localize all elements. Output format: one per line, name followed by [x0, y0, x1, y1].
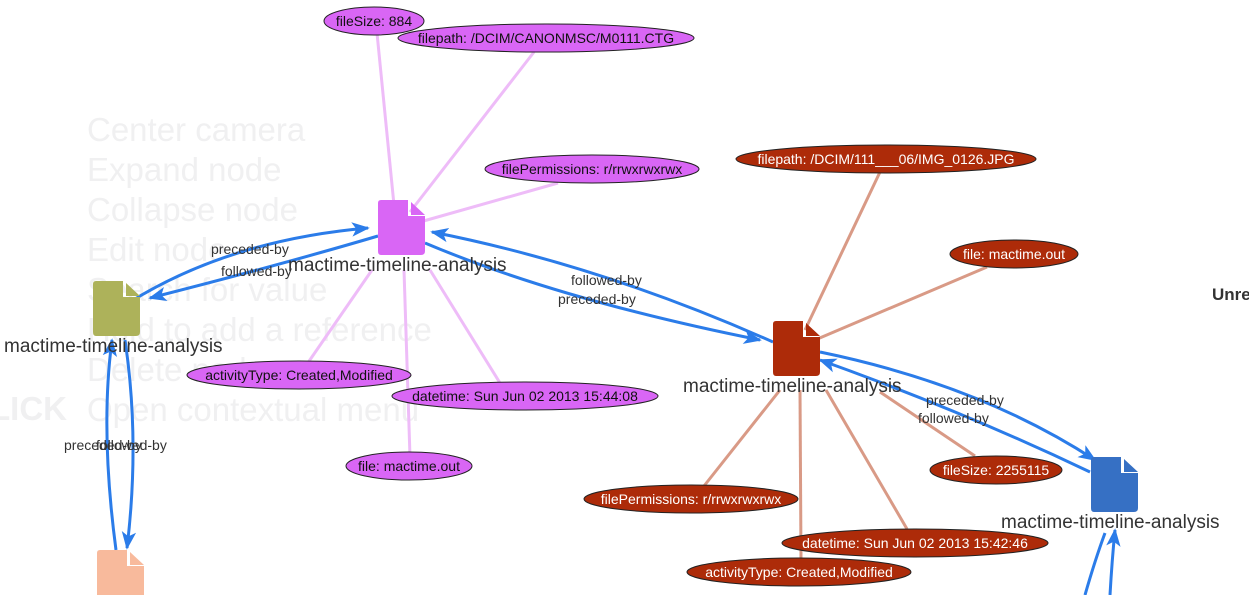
property-label: activityType: Created,Modified	[705, 564, 893, 580]
magenta-property-edges	[303, 22, 559, 458]
property-edge	[402, 269, 412, 458]
property-label: filepath: /DCIM/111___06/IMG_0126.JPG	[757, 151, 1014, 167]
edge-label: followed-by	[571, 272, 642, 288]
edge-label: followed-by	[221, 263, 292, 279]
node-olive[interactable]	[93, 281, 140, 336]
property-node[interactable]: filePermissions: r/rrwxrwxrwx	[484, 154, 700, 184]
property-label: fileSize: 2255115	[943, 462, 1050, 478]
edge-blue-down-2[interactable]	[1106, 528, 1121, 595]
magenta-properties: fileSize: 884 filepath: /DCIM/CANONMSC/M…	[186, 6, 700, 481]
file-icon	[97, 550, 144, 595]
property-node[interactable]: activityType: Created,Modified	[686, 557, 912, 587]
property-edge	[824, 389, 909, 530]
red-properties: filepath: /DCIM/111___06/IMG_0126.JPG fi…	[583, 144, 1079, 587]
property-node[interactable]: file: mactime.out	[949, 239, 1079, 269]
property-label: filePermissions: r/rrwxrwxrwx	[601, 491, 781, 507]
property-label: filepath: /DCIM/CANONMSC/M0111.CTG	[418, 30, 674, 46]
node-label: mactime-timeline-analysis	[683, 376, 902, 397]
node-label: mactime-timeline-analysis	[288, 255, 507, 276]
edge-blue-to-red[interactable]	[818, 358, 1091, 474]
node-blue[interactable]	[1091, 457, 1138, 512]
edge-magenta-to-red[interactable]	[424, 241, 762, 344]
property-edge	[303, 269, 374, 368]
property-node[interactable]: fileSize: 884	[323, 6, 425, 36]
property-label: activityType: Created,Modified	[205, 367, 393, 383]
file-icon	[773, 321, 820, 376]
relation-edges	[102, 222, 1121, 595]
property-node[interactable]: fileSize: 2255115	[929, 455, 1063, 485]
property-edge	[408, 51, 536, 213]
edge-peach-to-olive[interactable]	[102, 338, 118, 551]
node-red[interactable]	[773, 321, 820, 376]
property-label: filePermissions: r/rrwxrwxrwx	[502, 161, 682, 177]
edge-red-to-blue[interactable]	[819, 350, 1097, 462]
property-node[interactable]: datetime: Sun Jun 02 2013 15:42:46	[781, 528, 1049, 558]
property-node[interactable]: activityType: Created,Modified	[186, 360, 412, 390]
property-node[interactable]: filePermissions: r/rrwxrwxrwx	[583, 484, 799, 514]
property-node[interactable]: filepath: /DCIM/111___06/IMG_0126.JPG	[735, 144, 1037, 174]
property-label: datetime: Sun Jun 02 2013 15:44:08	[412, 388, 638, 404]
property-node[interactable]: filepath: /DCIM/CANONMSC/M0111.CTG	[397, 23, 695, 53]
property-edge	[798, 389, 803, 561]
edge-blue-down-1[interactable]	[1083, 532, 1107, 595]
edge-olive-to-peach[interactable]	[121, 339, 137, 550]
edge-label: preceded-by	[926, 392, 1004, 408]
property-edge	[879, 390, 976, 458]
file-icon	[378, 200, 425, 255]
node-label: mactime-timeline-analysis	[4, 336, 223, 357]
edge-label: followed-by	[918, 410, 989, 426]
red-property-edges	[702, 171, 988, 561]
edge-red-to-magenta[interactable]	[430, 228, 774, 344]
property-edge	[428, 269, 502, 384]
edge-label: preceded-by	[558, 291, 636, 307]
edge-labels: preceded-by followed-by followed-by prec…	[64, 241, 1004, 453]
property-edge	[374, 22, 396, 206]
node-label: mactime-timeline-analysis	[1001, 512, 1220, 533]
file-icon	[93, 281, 140, 336]
edge-magenta-to-olive[interactable]	[148, 234, 379, 301]
property-label: file: mactime.out	[963, 246, 1065, 262]
property-node[interactable]: file: mactime.out	[345, 451, 473, 481]
property-label: fileSize: 884	[336, 13, 412, 29]
file-icon	[1091, 457, 1138, 512]
property-label: file: mactime.out	[358, 458, 460, 474]
property-node[interactable]: datetime: Sun Jun 02 2013 15:44:08	[391, 381, 659, 411]
node-peach[interactable]	[97, 550, 144, 595]
side-panel-title: Unre	[1212, 285, 1249, 304]
node-magenta[interactable]	[378, 200, 425, 255]
edge-label: followed-by	[96, 437, 167, 453]
property-edge	[814, 265, 988, 342]
property-edge	[803, 171, 882, 331]
property-edge	[702, 389, 782, 487]
edge-label: preceded-by	[211, 241, 289, 257]
property-label: datetime: Sun Jun 02 2013 15:42:46	[802, 535, 1028, 551]
property-edge	[419, 181, 559, 224]
edge-label: preceded-by	[64, 437, 142, 453]
